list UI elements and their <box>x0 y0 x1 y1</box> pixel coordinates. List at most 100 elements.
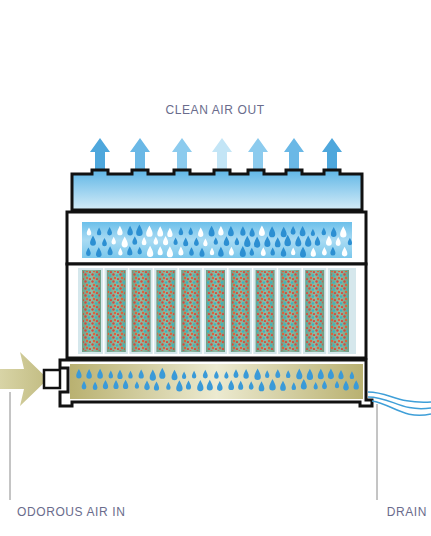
water-drop <box>117 370 122 379</box>
water-drop <box>178 247 183 256</box>
water-drop <box>300 247 306 258</box>
water-drop <box>311 247 316 256</box>
water-drop <box>249 381 254 389</box>
column-gap <box>153 268 155 354</box>
water-drop <box>167 228 172 237</box>
water-drop <box>123 380 128 389</box>
column-gap <box>128 268 130 354</box>
water-drop <box>117 226 122 236</box>
media-column <box>82 270 101 352</box>
water-drop <box>182 372 186 380</box>
column-gap <box>252 268 254 354</box>
water-drop <box>102 238 107 246</box>
drain-line <box>372 401 431 415</box>
water-drop <box>166 382 170 390</box>
media-particles <box>157 271 174 351</box>
water-drop <box>132 236 137 245</box>
column-gap <box>301 268 303 354</box>
water-drop <box>322 247 327 255</box>
water-drop <box>122 236 128 247</box>
media-column <box>107 270 126 352</box>
water-drop <box>275 369 280 378</box>
water-drop <box>103 380 108 389</box>
media-column <box>181 270 200 352</box>
water-drop <box>214 371 219 379</box>
water-drop <box>322 380 327 389</box>
column-gap <box>227 268 229 354</box>
water-drop <box>224 236 230 246</box>
media-bed <box>78 268 356 354</box>
water-drop <box>291 226 296 235</box>
water-drop <box>281 247 286 257</box>
water-drop <box>218 226 223 235</box>
water-drop <box>301 379 307 390</box>
media-particles <box>108 271 125 351</box>
label-text: DRAIN <box>387 505 427 519</box>
water-drop <box>280 381 286 391</box>
water-drop <box>109 371 113 379</box>
water-drop <box>203 370 208 379</box>
media-particles <box>281 271 298 351</box>
water-drop <box>254 369 260 380</box>
media-column <box>206 270 225 352</box>
water-spray <box>86 225 352 258</box>
water-drop <box>194 237 199 246</box>
water-drop <box>147 246 153 257</box>
water-drop <box>135 381 139 389</box>
water-drop <box>217 381 223 391</box>
water-drop <box>240 246 246 257</box>
water-drop <box>127 226 133 236</box>
water-drop <box>136 225 142 236</box>
water-drop <box>229 247 234 256</box>
media-column <box>156 270 175 352</box>
water-drop <box>326 235 332 245</box>
water-drop <box>176 380 182 391</box>
water-drop <box>343 380 349 390</box>
media-column <box>132 270 151 352</box>
water-drop <box>127 246 132 255</box>
media-particles <box>83 271 100 351</box>
column-gap <box>277 268 279 354</box>
drain-line <box>368 392 431 402</box>
water-drop <box>189 227 193 235</box>
water-drop <box>93 382 98 390</box>
media-column <box>330 270 349 352</box>
water-drop <box>138 247 142 255</box>
media-particles <box>207 271 224 351</box>
water-drop <box>228 380 234 390</box>
media-column <box>305 270 324 352</box>
outlet-hood <box>72 170 362 210</box>
water-drop <box>172 370 178 381</box>
water-drop <box>269 226 275 237</box>
water-drop <box>336 237 341 246</box>
water-drop <box>238 381 243 390</box>
water-drop <box>97 228 101 236</box>
water-drop <box>311 229 315 236</box>
water-drop <box>254 237 260 248</box>
media-particles <box>306 271 323 351</box>
water-drop <box>305 236 311 247</box>
water-drop <box>318 369 324 380</box>
water-drop <box>159 368 165 379</box>
water-drop <box>183 237 188 246</box>
water-drop <box>234 369 239 378</box>
water-drop <box>142 237 147 245</box>
water-drop <box>76 369 81 378</box>
water-drop <box>292 382 296 390</box>
water-drop <box>218 247 224 257</box>
water-drop <box>300 226 306 236</box>
water-drop <box>189 247 194 255</box>
water-drop <box>158 246 163 255</box>
leader-line <box>377 404 378 500</box>
water-drop <box>150 370 156 381</box>
water-drop <box>210 247 214 255</box>
water-drop <box>179 227 184 235</box>
water-drop <box>244 236 250 247</box>
water-drop <box>97 369 103 379</box>
leader-line <box>10 392 11 500</box>
media-column <box>256 270 275 352</box>
water-drop <box>354 380 359 389</box>
water-drop <box>224 371 228 379</box>
